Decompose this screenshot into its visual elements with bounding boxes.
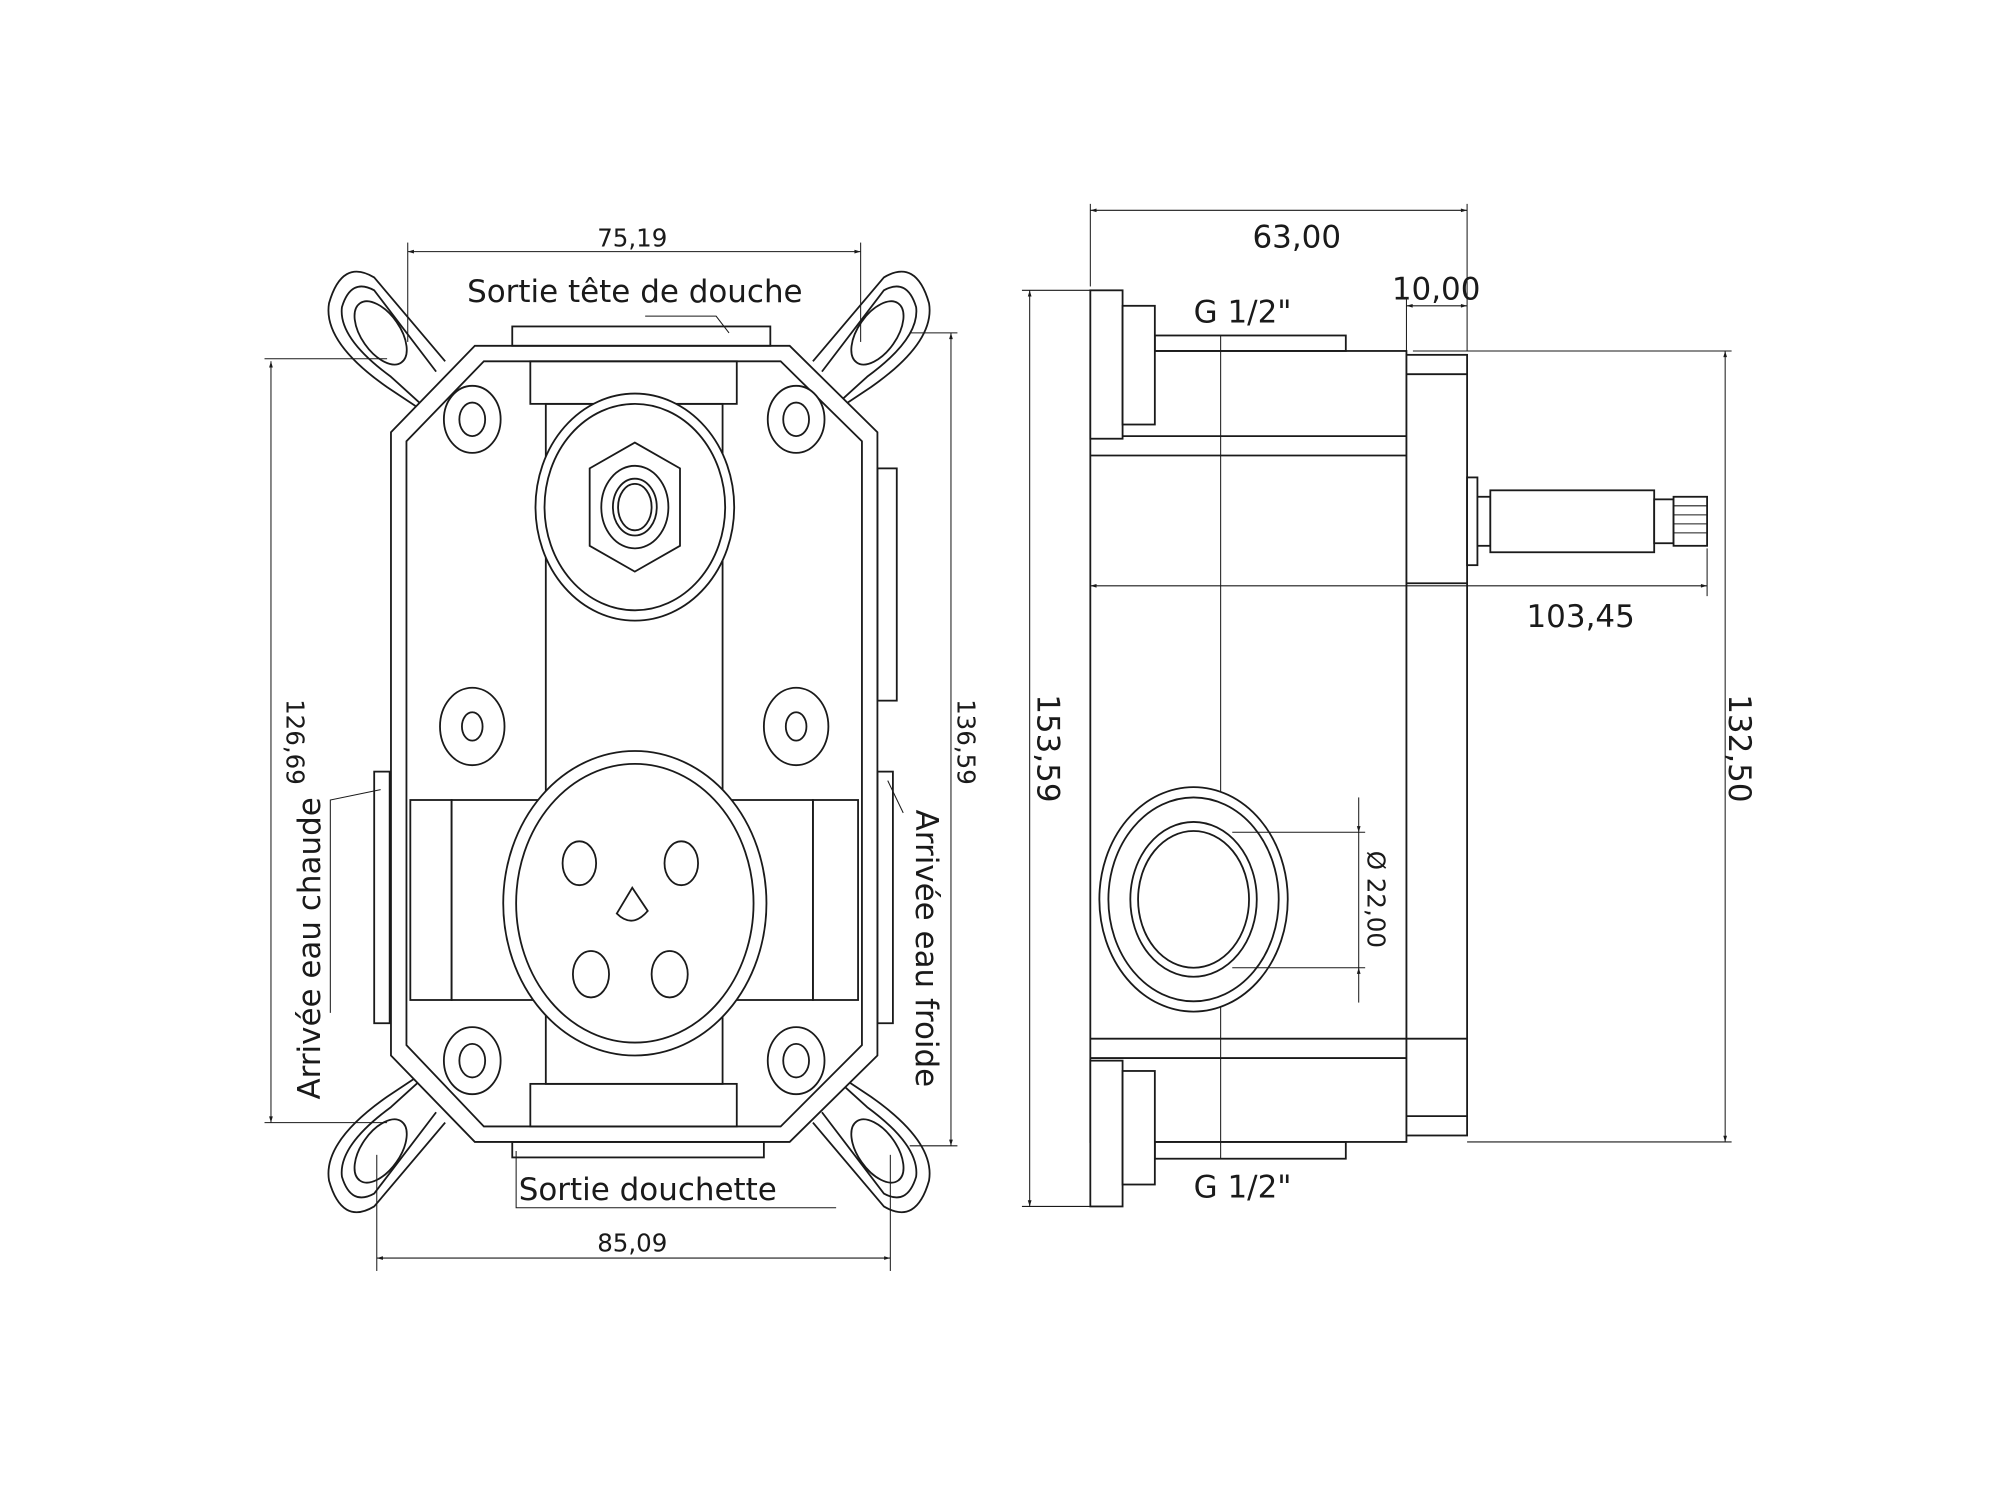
top-port [511,325,772,347]
label-bottom-outlet: Sortie douchette [519,1172,777,1208]
dim-right-height: 136,59 [951,699,980,785]
label-hot-inlet: Arrivée eau chaude [292,797,328,1099]
dim-depth: 63,00 [1252,220,1341,256]
dim-total-height: 153,59 [1029,694,1065,802]
top-flange [1089,289,1124,440]
screw-boss [766,384,826,454]
body-side [1089,350,1408,1143]
front-view: 75,19 Sortie tête de douche 126,69 136,5… [264,223,980,1271]
side-inlet [1098,786,1289,1013]
spindle [1466,476,1708,567]
bottom-flange [1089,1059,1124,1208]
dim-bottom-width: 85,09 [597,1229,667,1258]
bottom-pipe-stub [1153,1141,1347,1160]
dim-top-width: 75,19 [597,223,667,252]
top-outlet-fitting [534,392,736,622]
bottom-port [511,1141,765,1159]
mounting-ear-top-right [812,270,931,414]
thread-bottom: G 1/2" [1194,1169,1292,1205]
screw-boss [442,384,502,454]
screw-boss [439,686,506,767]
label-top-outlet: Sortie tête de douche [467,274,803,310]
mounting-ear-top-left [327,270,446,414]
screw-boss [766,1026,826,1096]
screw-boss [762,686,830,767]
cartridge-seat [502,750,768,1057]
thread-top: G 1/2" [1194,295,1292,331]
top-pipe-stub [1153,334,1347,352]
front-plate [1405,353,1468,1137]
dim-diameter: Ø 22,00 [1362,851,1391,948]
dim-body-height: 132,50 [1721,694,1757,802]
side-view: 63,00 10,00 G 1/2" G 1/2" 103,45 153,59 … [1021,203,1757,1208]
label-cold-inlet: Arrivée eau froide [908,810,944,1088]
dim-left-height: 126,69 [280,699,309,785]
dim-total-depth: 103,45 [1526,599,1634,635]
dim-plate: 10,00 [1392,271,1481,307]
mounting-ear-bottom-right [812,1070,931,1214]
screw-boss [442,1026,502,1096]
